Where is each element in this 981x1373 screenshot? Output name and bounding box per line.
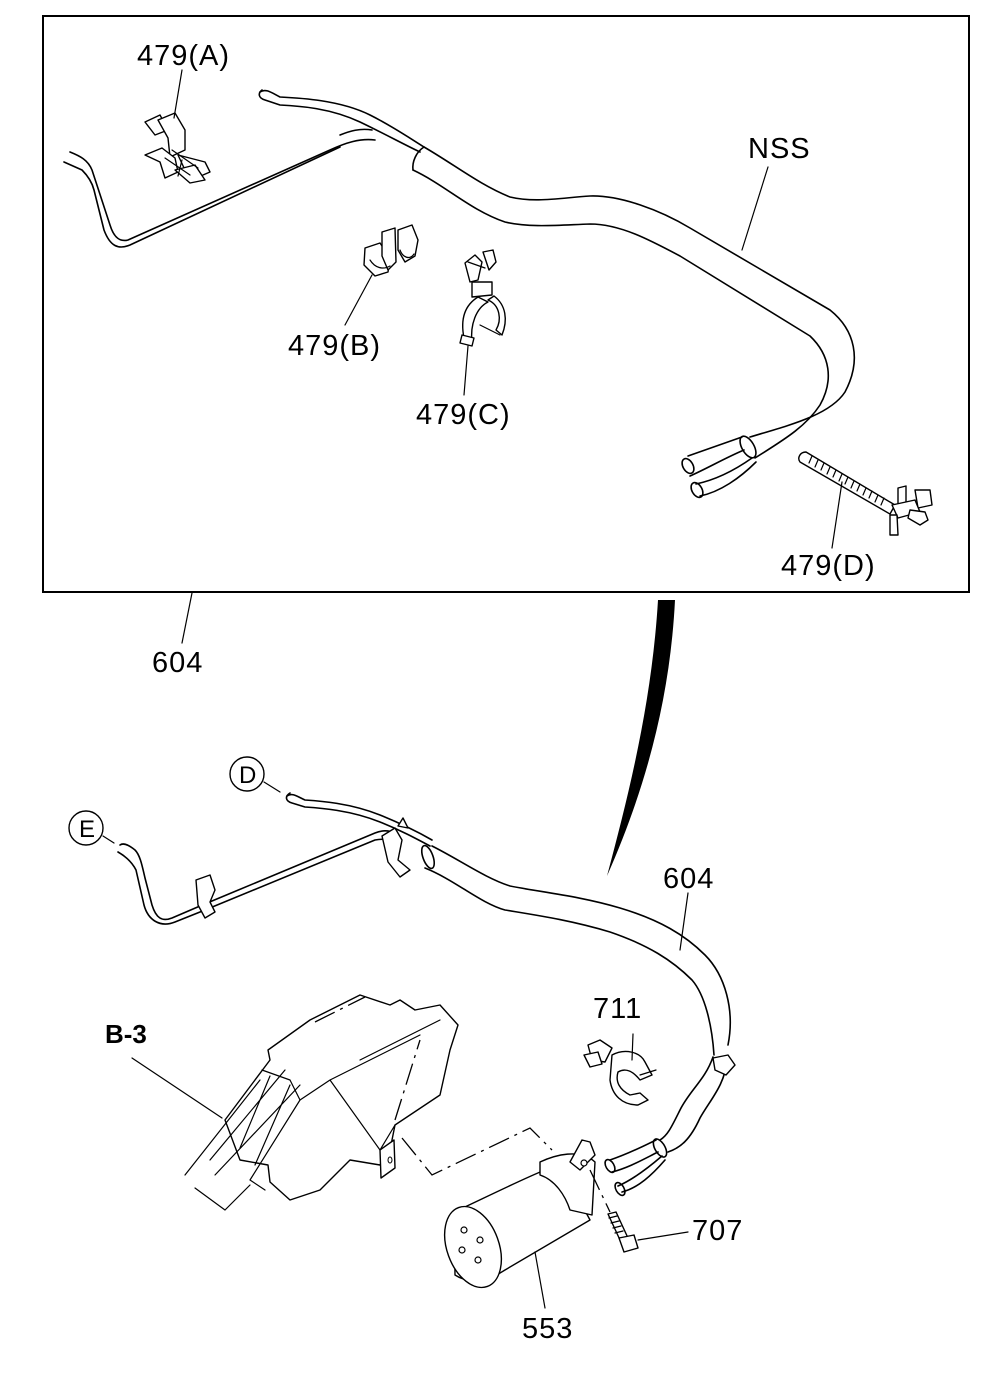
label-711: 711 (593, 993, 642, 1025)
clip-479d (798, 451, 933, 536)
leader-604-main (679, 892, 689, 951)
label-553: 553 (522, 1313, 573, 1345)
harness-nss (63, 89, 856, 499)
label-nss: NSS (748, 133, 811, 165)
relay-553 (443, 1139, 596, 1289)
clip-479a (144, 112, 211, 184)
connector-e-label: E (79, 816, 95, 843)
inset-box: 479(A) 479(B) 479(C) NSS (42, 15, 970, 593)
leader-nss (741, 166, 769, 251)
leader-711 (631, 1033, 634, 1061)
leader-479b (344, 274, 373, 326)
clip-479c (459, 249, 506, 347)
label-479d: 479(D) (781, 550, 876, 582)
label-b3: B-3 (105, 1019, 147, 1049)
leader-b3 (131, 1057, 223, 1119)
label-479b: 479(B) (288, 330, 381, 362)
leader-479a (173, 69, 183, 119)
clip-479b (363, 224, 419, 277)
connector-d: D (229, 756, 281, 793)
leader-553 (534, 1251, 546, 1309)
bolt-707 (589, 1169, 639, 1253)
connector-e: E (68, 810, 115, 846)
leader-604-box (181, 592, 193, 644)
relay-link-line (401, 1127, 553, 1176)
leader-479d (831, 481, 843, 549)
label-707: 707 (692, 1215, 743, 1247)
leader-479c (463, 345, 469, 396)
label-604-main: 604 (663, 863, 714, 895)
control-module (184, 994, 459, 1211)
connector-d-label: D (239, 762, 256, 789)
clamp-711 (583, 1039, 657, 1106)
leader-707 (637, 1231, 689, 1241)
label-479c: 479(C) (416, 399, 511, 431)
zoom-pointer (607, 600, 675, 876)
label-479a: 479(A) (137, 40, 230, 72)
label-604-box: 604 (152, 647, 203, 679)
harness-604 (117, 792, 736, 1197)
